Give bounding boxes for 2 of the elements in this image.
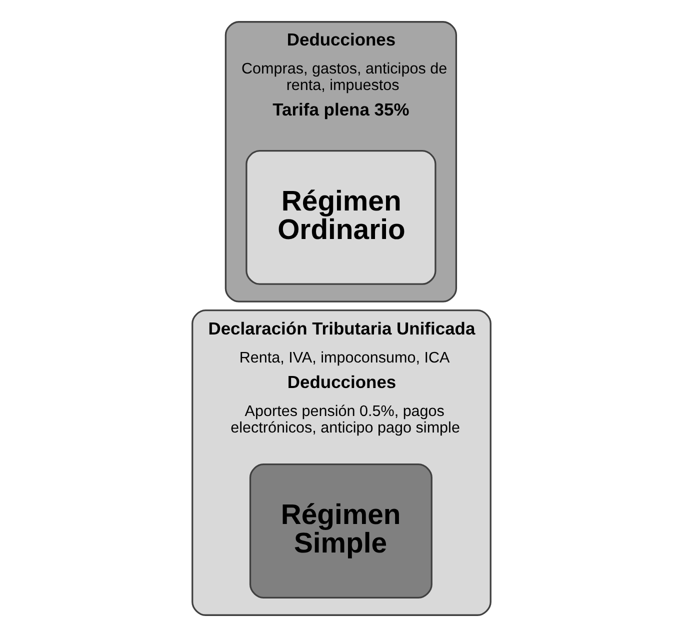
node-box: Régimen Simple [249,464,432,598]
node-box: Régimen Ordinario [246,150,436,285]
